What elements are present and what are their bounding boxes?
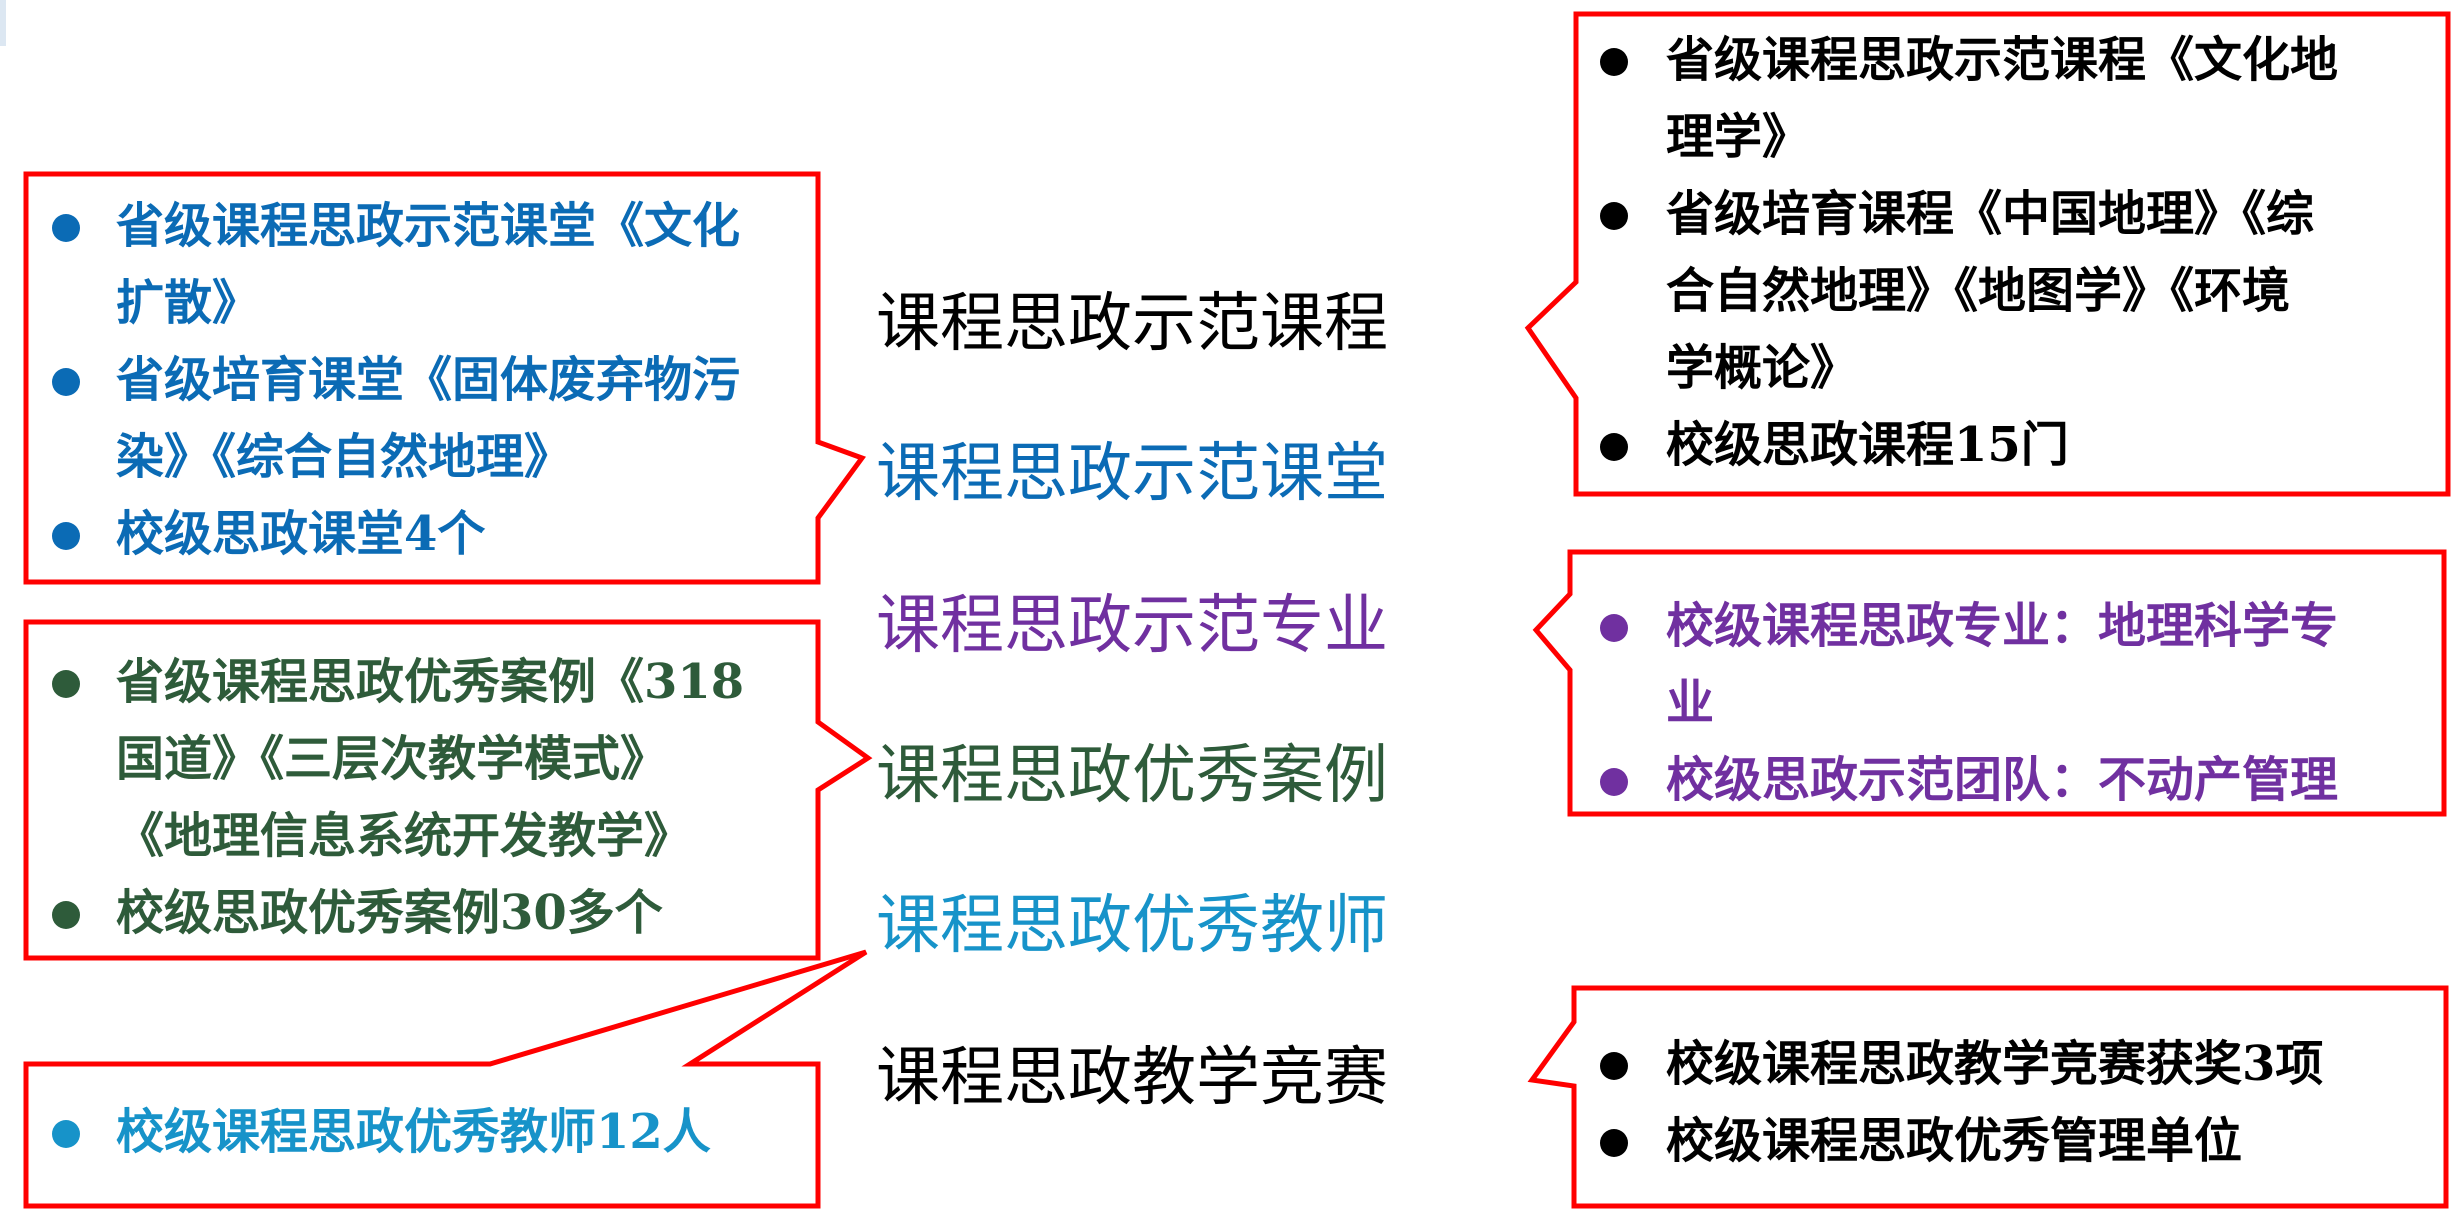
callout-outline-course xyxy=(1524,11,2451,497)
bullet-icon xyxy=(1600,202,1628,230)
bullet-icon xyxy=(1600,614,1628,642)
callout-list: 校级课程思政优秀教师12人 xyxy=(26,1094,826,1171)
callout-teachers: 校级课程思政优秀教师12人 xyxy=(26,1094,826,1171)
callout-item: 校级课程思政优秀管理单位 xyxy=(1578,1103,2448,1180)
callout-item-line: 校级课程思政优秀管理单位 xyxy=(1666,1113,2243,1169)
callout-item: 校级思政示范团队：不动产管理 xyxy=(1578,742,2448,819)
corner-accent xyxy=(0,0,6,46)
callout-classroom: 省级课程思政示范课堂《文化扩散》省级培育课堂《固体废弃物污染》《综合自然地理》校… xyxy=(26,188,826,573)
center-label-cases: 课程思政优秀案例 xyxy=(876,739,1388,813)
bullet-icon xyxy=(52,1120,80,1148)
callout-item-line: 省级培育课堂《固体废弃物污 xyxy=(116,352,741,408)
center-label-classroom: 课程思政示范课堂 xyxy=(876,437,1388,511)
callout-item-line: 校级课程思政优秀教师12人 xyxy=(116,1104,711,1160)
bullet-icon xyxy=(1600,1052,1628,1080)
callout-item-line: 染》《综合自然地理》 xyxy=(116,429,573,485)
callout-item: 省级课程思政示范课堂《文化扩散》 xyxy=(26,188,826,342)
callout-outline-major xyxy=(1532,549,2447,817)
center-label-competition: 课程思政教学竞赛 xyxy=(876,1041,1388,1115)
callout-list: 校级课程思政专业：地理科学专业校级思政示范团队：不动产管理 xyxy=(1578,588,2448,819)
center-label-major: 课程思政示范专业 xyxy=(876,589,1388,663)
bullet-icon xyxy=(1600,768,1628,796)
center-label-course: 课程思政示范课程 xyxy=(876,287,1388,361)
bullet-icon xyxy=(52,368,80,396)
callout-item: 省级课程思政示范课程《文化地理学》 xyxy=(1578,22,2448,176)
callout-course: 省级课程思政示范课程《文化地理学》省级培育课程《中国地理》《综合自然地理》《地图… xyxy=(1578,22,2448,484)
callout-item-line: 扩散》 xyxy=(116,275,261,331)
callout-competition: 校级课程思政教学竞赛获奖3项校级课程思政优秀管理单位 xyxy=(1578,1026,2448,1180)
callout-item-line: 校级思政课堂4个 xyxy=(116,506,486,562)
callout-outline-teachers xyxy=(23,949,868,1209)
bullet-icon xyxy=(52,901,80,929)
callout-item: 校级思政课堂4个 xyxy=(26,496,826,573)
callout-item-line: 合自然地理》《地图学》《环境 xyxy=(1666,263,2291,319)
bullet-icon xyxy=(1600,48,1628,76)
callout-item-line: 校级课程思政教学竞赛获奖3项 xyxy=(1666,1036,2324,1092)
callout-item: 校级课程思政优秀教师12人 xyxy=(26,1094,826,1171)
center-label-teachers: 课程思政优秀教师 xyxy=(876,889,1388,963)
bullet-icon xyxy=(52,670,80,698)
bullet-icon xyxy=(52,214,80,242)
callout-outline-classroom xyxy=(23,171,866,585)
callout-list: 省级课程思政优秀案例《318 国道》《三层次教学模式》《地理信息系统开发教学》校级… xyxy=(26,644,826,952)
bullet-icon xyxy=(1600,1129,1628,1157)
callout-list: 省级课程思政示范课程《文化地理学》省级培育课程《中国地理》《综合自然地理》《地图… xyxy=(1578,22,2448,484)
bullet-icon xyxy=(1600,433,1628,461)
callout-list: 校级课程思政教学竞赛获奖3项校级课程思政优秀管理单位 xyxy=(1578,1026,2448,1180)
callout-item: 校级思政优秀案例30多个 xyxy=(26,875,826,952)
callout-major: 校级课程思政专业：地理科学专业校级思政示范团队：不动产管理 xyxy=(1578,588,2448,819)
callout-outline-cases xyxy=(23,619,873,961)
callout-item: 校级课程思政专业：地理科学专业 xyxy=(1578,588,2448,742)
callout-item: 校级思政课程15门 xyxy=(1578,407,2448,484)
callout-item: 省级培育课程《中国地理》《综合自然地理》《地图学》《环境学概论》 xyxy=(1578,176,2448,407)
callout-item: 校级课程思政教学竞赛获奖3项 xyxy=(1578,1026,2448,1103)
callout-item-line: 国道》《三层次教学模式》 xyxy=(116,731,669,787)
callout-item-line: 省级培育课程《中国地理》《综 xyxy=(1666,186,2315,242)
callout-item-line: 校级课程思政专业：地理科学专 xyxy=(1666,598,2339,654)
callout-item-line: 理学》 xyxy=(1666,109,1811,165)
callout-list: 省级课程思政示范课堂《文化扩散》省级培育课堂《固体废弃物污染》《综合自然地理》校… xyxy=(26,188,826,573)
callout-item-line: 《地理信息系统开发教学》 xyxy=(116,808,693,864)
callout-item-line: 校级思政课程15门 xyxy=(1666,417,2069,473)
callout-item-line: 省级课程思政示范课堂《文化 xyxy=(116,198,741,254)
callout-outline-competition xyxy=(1527,985,2449,1209)
callout-item: 省级课程思政优秀案例《318 国道》《三层次教学模式》《地理信息系统开发教学》 xyxy=(26,644,826,875)
callout-item-line: 省级课程思政优秀案例《318 xyxy=(116,654,745,710)
callout-cases: 省级课程思政优秀案例《318 国道》《三层次教学模式》《地理信息系统开发教学》校级… xyxy=(26,644,826,952)
callout-item-line: 业 xyxy=(1666,675,1715,731)
callout-item-line: 学概论》 xyxy=(1666,340,1859,396)
bullet-icon xyxy=(52,522,80,550)
callout-item: 省级培育课堂《固体废弃物污染》《综合自然地理》 xyxy=(26,342,826,496)
callout-item-line: 校级思政优秀案例30多个 xyxy=(116,885,663,941)
callout-item-line: 省级课程思政示范课程《文化地 xyxy=(1666,32,2339,88)
callout-item-line: 校级思政示范团队：不动产管理 xyxy=(1666,752,2339,808)
